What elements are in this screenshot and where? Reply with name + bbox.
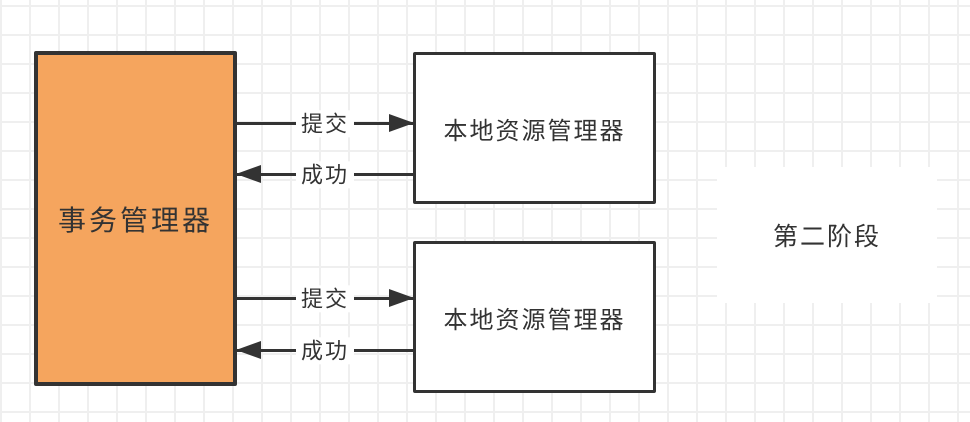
transaction-manager-label: 事务管理器 [57, 204, 213, 236]
resource-manager-top-label: 本地资源管理器 [443, 117, 626, 145]
resource-manager-top-node: 本地资源管理器 [413, 52, 656, 204]
resource-manager-bottom-node: 本地资源管理器 [413, 241, 656, 393]
edge-commit-top-label: 提交 [295, 110, 355, 138]
edge-success-top-label: 成功 [295, 161, 355, 189]
arrowhead-left-icon [236, 341, 261, 359]
edge-commit-bottom-label: 提交 [295, 285, 355, 313]
transaction-manager-node: 事务管理器 [34, 51, 237, 386]
edge-success-bottom-label: 成功 [295, 337, 355, 365]
resource-manager-bottom-label: 本地资源管理器 [443, 306, 626, 334]
arrowhead-left-icon [236, 165, 261, 183]
phase-annotation: 第二阶段 [717, 167, 937, 303]
arrowhead-right-icon [389, 114, 414, 132]
arrowhead-right-icon [389, 289, 414, 307]
phase-label: 第二阶段 [772, 223, 881, 251]
